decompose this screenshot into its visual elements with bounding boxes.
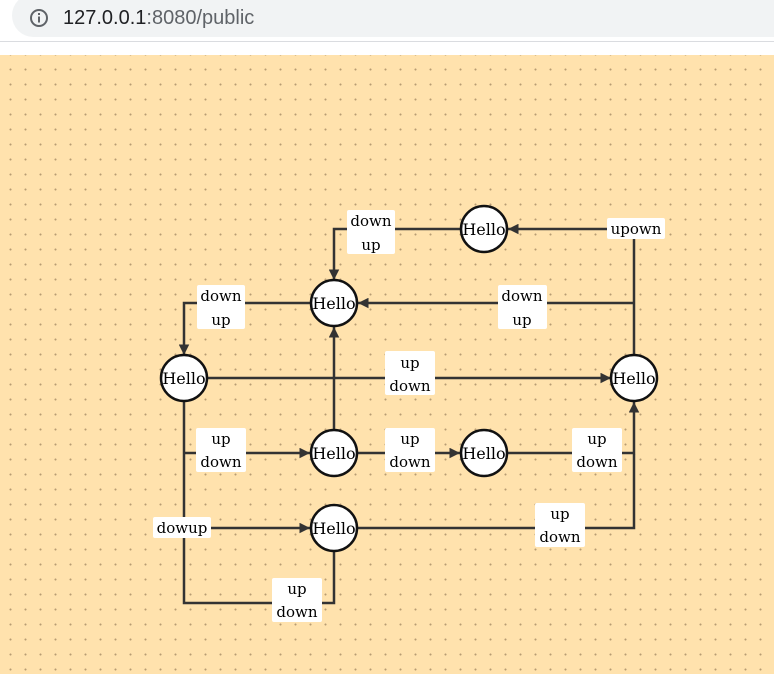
- svg-text:Hello: Hello: [162, 369, 205, 388]
- edge-n2-n3: [178, 301, 311, 355]
- svg-text:upown: upown: [611, 220, 662, 238]
- svg-text:down: down: [276, 603, 317, 621]
- svg-text:down: down: [200, 287, 241, 305]
- edge-n3-loop: [182, 401, 336, 605]
- node-n2[interactable]: Hello: [309, 278, 359, 328]
- svg-text:down: down: [200, 453, 241, 471]
- node-n5[interactable]: Hello: [459, 428, 509, 478]
- edge-label-up-down-6: up down: [272, 578, 322, 622]
- info-icon[interactable]: [29, 8, 49, 28]
- edge-n6-n8: [358, 454, 636, 530]
- edge-label-up-down-5: up down: [535, 503, 585, 547]
- flow-diagram: upown down up down up down up up down: [153, 204, 665, 622]
- svg-text:up: up: [587, 430, 606, 448]
- url-rest: :8080/public: [146, 7, 255, 29]
- edge-label-down-up-2: down up: [498, 285, 547, 329]
- svg-text:up: up: [211, 430, 230, 448]
- url-text[interactable]: 127.0.0.1:8080/public: [63, 4, 254, 32]
- node-n1[interactable]: Hello: [459, 204, 509, 254]
- edge-label-down-up-3: down up: [197, 285, 245, 329]
- node-n6[interactable]: Hello: [309, 503, 359, 553]
- edge-label-down-up-1: down up: [347, 210, 395, 254]
- svg-text:up: up: [400, 354, 419, 372]
- svg-text:Hello: Hello: [312, 294, 355, 313]
- svg-text:Hello: Hello: [312, 444, 355, 463]
- address-bar[interactable]: [12, 0, 774, 37]
- svg-text:up: up: [361, 236, 380, 254]
- svg-text:up: up: [400, 430, 419, 448]
- svg-text:down: down: [539, 528, 580, 546]
- edge-label-up-down-3: up down: [385, 428, 435, 472]
- svg-text:down: down: [501, 287, 542, 305]
- node-n4[interactable]: Hello: [309, 428, 359, 478]
- url-host: 127.0.0.1: [63, 7, 147, 29]
- edge-n1-n2: [328, 227, 461, 280]
- svg-text:Hello: Hello: [612, 369, 655, 388]
- edge-label-up-down-2: up down: [196, 428, 246, 472]
- svg-text:up: up: [287, 580, 306, 598]
- svg-text:up: up: [211, 311, 230, 329]
- svg-text:Hello: Hello: [462, 444, 505, 463]
- node-n3[interactable]: Hello: [159, 353, 209, 403]
- svg-text:down: down: [576, 453, 617, 471]
- svg-text:down: down: [389, 453, 430, 471]
- toolbar-divider: [0, 41, 774, 42]
- svg-text:down: down: [350, 212, 391, 230]
- edge-label-up-down-1: up down: [385, 351, 435, 395]
- browser-toolbar: 127.0.0.1:8080/public: [0, 0, 774, 42]
- svg-text:Hello: Hello: [312, 519, 355, 538]
- edge-label-up-down-4: up down: [572, 428, 622, 472]
- svg-text:dowup: dowup: [157, 519, 208, 537]
- svg-text:Hello: Hello: [462, 220, 505, 239]
- edge-label-upown: upown: [607, 218, 665, 239]
- node-n8[interactable]: Hello: [609, 353, 659, 403]
- svg-text:up: up: [550, 505, 569, 523]
- svg-text:down: down: [389, 377, 430, 395]
- diagram-canvas: upown down up down up down up up down: [0, 55, 774, 674]
- edge-n5-n8: [508, 402, 640, 455]
- edge-label-dowup: dowup: [153, 517, 211, 538]
- svg-text:up: up: [512, 311, 531, 329]
